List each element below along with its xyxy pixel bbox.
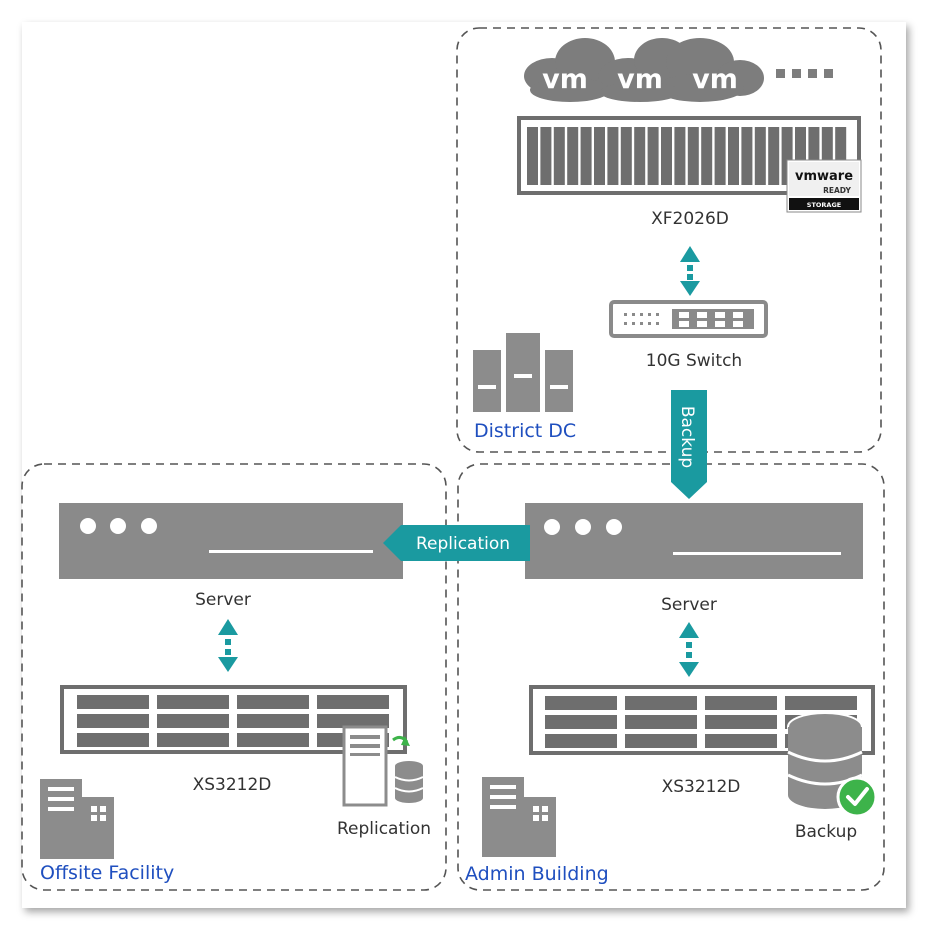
backup-flow-label: Backup [677, 406, 697, 468]
vm-label-1: vm [542, 64, 588, 95]
drive-bay [77, 695, 149, 709]
drive-bay [741, 127, 753, 185]
drive-bay [157, 714, 229, 728]
replication-server-icon [342, 725, 424, 807]
drive-bay [795, 127, 806, 185]
replication-icon-label: Replication [337, 819, 431, 839]
drive-bay [661, 127, 672, 185]
xs-right-label: XS3212D [662, 777, 741, 797]
drive-bay [754, 127, 766, 185]
drive-bay [237, 695, 309, 709]
switch-label: 10G Switch [646, 351, 742, 371]
drive-bay [647, 127, 659, 185]
drive-bay [705, 696, 777, 710]
drive-bay [808, 127, 820, 185]
vmware-storage-text: STORAGE [807, 201, 841, 209]
drive-bay [157, 695, 229, 709]
drive-bay [674, 127, 686, 185]
offsite-facility-label: Offsite Facility [40, 862, 174, 884]
check-icon [836, 776, 878, 818]
drive-bay [714, 127, 726, 185]
vmware-brand: vmware [795, 169, 853, 184]
drive-bay [687, 127, 699, 185]
drive-bay [785, 696, 857, 710]
vmware-ready-badge: vmware READY STORAGE [786, 159, 862, 213]
drive-bay [701, 127, 713, 185]
drive-bay [821, 127, 833, 185]
drive-bay [580, 127, 592, 185]
drive-bay [705, 715, 777, 729]
drive-bay [545, 734, 617, 748]
building-right-icon [482, 777, 556, 857]
replication-flow-label: Replication [416, 534, 510, 554]
drive-bay [237, 733, 309, 747]
backup-icon-label: Backup [795, 822, 857, 842]
link-arrow-server-xs-left [218, 619, 238, 672]
server-right-label: Server [661, 595, 717, 615]
drive-bay [553, 127, 565, 185]
datacenter-servers-icon [473, 333, 573, 412]
admin-building-label: Admin Building [465, 863, 609, 885]
server-left-label: Server [195, 590, 251, 610]
building-left-icon [40, 779, 114, 859]
drive-bay [607, 127, 619, 185]
dots-icon [776, 69, 833, 78]
drive-bay [317, 695, 389, 709]
vm-label-2: vm [617, 64, 663, 95]
link-arrow-server-xs-right [679, 622, 699, 677]
drive-bay [77, 733, 149, 747]
drive-bay [835, 127, 847, 185]
vm-cloud: vm vm vm [524, 38, 764, 102]
drive-bay [540, 127, 552, 185]
drive-bay [634, 127, 646, 185]
drive-bay [545, 715, 617, 729]
vmware-ready-text: READY [823, 186, 851, 195]
server-left-icon [59, 503, 403, 579]
zone-offsite-border [21, 463, 447, 891]
switch-icon [609, 300, 768, 338]
drive-bay [625, 715, 697, 729]
drive-bay [625, 734, 697, 748]
drive-bay [728, 127, 739, 185]
drive-bay [527, 127, 538, 185]
vm-label-3: vm [692, 64, 738, 95]
drive-bay [768, 127, 780, 185]
drive-bay [157, 733, 229, 747]
drive-bay [237, 714, 309, 728]
zone-district-border [456, 27, 882, 453]
server-right-icon [525, 503, 863, 579]
drive-bay [620, 127, 632, 185]
xs-left-label: XS3212D [193, 775, 272, 795]
replication-flow-arrow: Replication [383, 525, 530, 561]
drive-bay [77, 714, 149, 728]
drive-bay [781, 127, 793, 185]
zone-admin-border [457, 463, 885, 891]
drive-bay [625, 696, 697, 710]
drive-bay [545, 696, 617, 710]
district-dc-label: District DC [474, 420, 576, 442]
drive-bay [567, 127, 579, 185]
xf2026d-label: XF2026D [651, 209, 729, 229]
drive-bay [705, 734, 777, 748]
drive-bay [594, 127, 605, 185]
backup-flow-arrow: Backup [671, 390, 707, 499]
drive-bay [317, 714, 389, 728]
link-arrow-xf-switch [680, 246, 700, 296]
